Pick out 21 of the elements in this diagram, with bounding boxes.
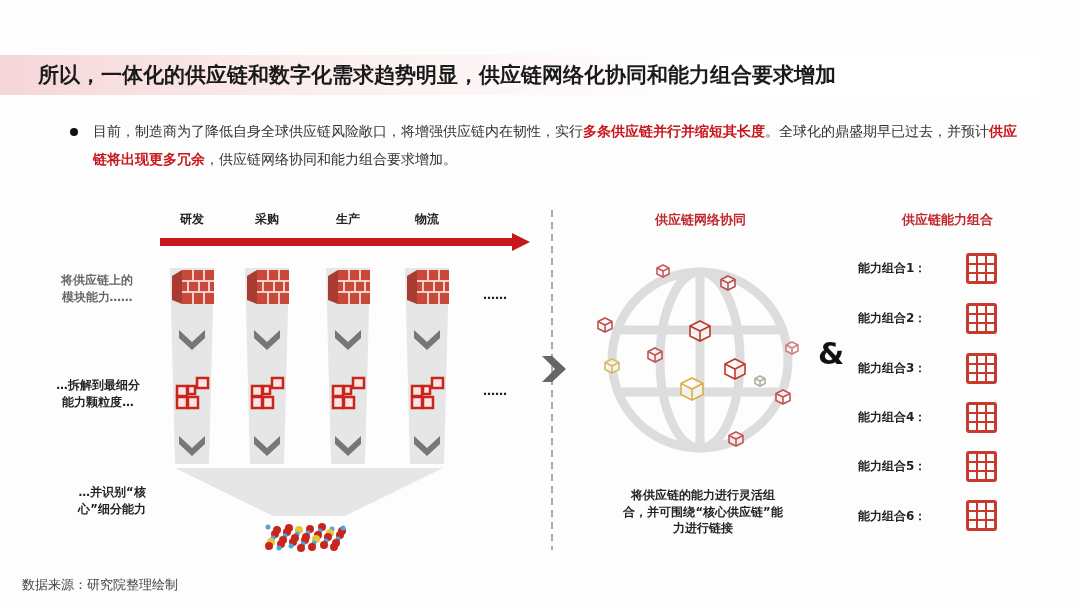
stage-label: 物流 bbox=[414, 211, 440, 228]
step-description: …拆解到最细分能力颗粒度… bbox=[55, 377, 141, 411]
source-note: 数据来源：研究院整理绘制 bbox=[22, 576, 179, 594]
stage-label: 研发 bbox=[179, 211, 205, 228]
capability-label: 能力组合6： bbox=[858, 508, 928, 525]
stage-label: 采购 bbox=[254, 211, 280, 228]
capability-label: 能力组合5： bbox=[858, 458, 928, 475]
ampersand: & bbox=[816, 335, 846, 373]
ellipsis: …… bbox=[482, 383, 508, 400]
step-description: …并识别“核心”细分能力 bbox=[76, 484, 147, 518]
stage-label: 生产 bbox=[335, 211, 361, 228]
bullet-paragraph: 目前，制造商为了降低自身全球供应链风险敞口，将增强供应链内在韧性，实行多条供应链并行并缩短其长度。全球化的鼎盛期早已过去，并预计供应链将出现更多冗余，供应链网络协同和能力组合要求增加。 bbox=[93, 122, 1018, 169]
section-heading: 供应链能力组合 bbox=[900, 211, 994, 229]
capability-label: 能力组合1： bbox=[858, 260, 928, 277]
capability-label: 能力组合3： bbox=[858, 360, 928, 377]
ellipsis: …… bbox=[482, 287, 508, 304]
step-description: 将供应链上的模块能力…… bbox=[60, 272, 134, 306]
capability-label: 能力组合4： bbox=[858, 409, 928, 426]
capability-label: 能力组合2： bbox=[858, 310, 928, 327]
section-heading: 供应链网络协同 bbox=[653, 211, 747, 229]
section-description: 将供应链的能力进行灵活组合，并可围绕“核心供应链”能力进行链接 bbox=[622, 487, 784, 537]
